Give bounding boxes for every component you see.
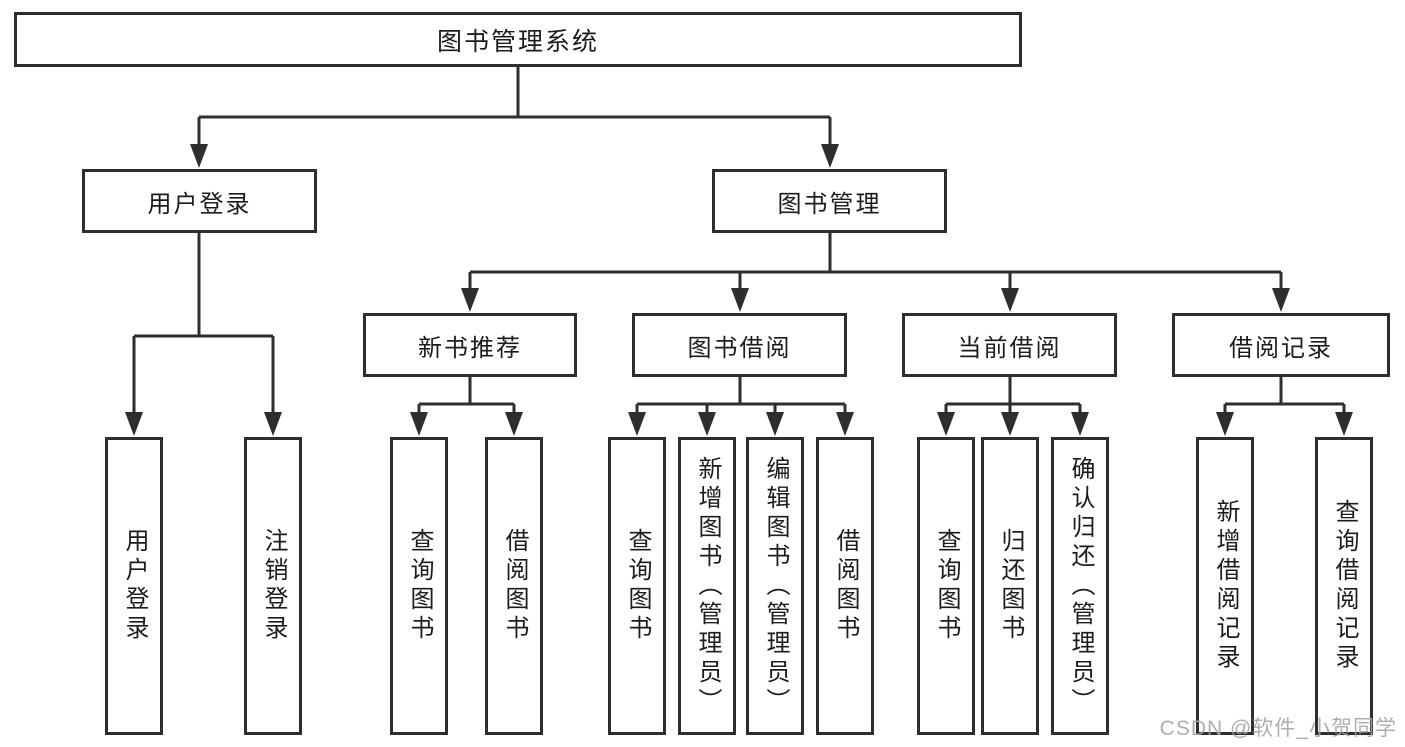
node-book-borrow: 图书借阅 [632, 313, 847, 377]
arrowhead [1272, 288, 1290, 312]
arrowhead [410, 412, 428, 436]
leaf-label: 新增借阅记录 [1212, 499, 1239, 673]
leaf-borrow-borrow-book: 借阅图书 [816, 437, 874, 735]
leaf-user-login: 用户登录 [105, 437, 163, 735]
arrowhead [461, 288, 479, 312]
leaf-recommend-query-book: 查询图书 [390, 437, 448, 735]
leaf-label: 新增图书（管理员） [694, 455, 721, 717]
watermark: CSDN @软件_小贺同学 [1159, 717, 1397, 740]
leaf-label: 查询借阅记录 [1331, 499, 1358, 673]
leaf-records-add-record: 新增借阅记录 [1196, 437, 1254, 735]
leaf-borrow-query-book: 查询图书 [608, 437, 666, 735]
arrowhead [698, 412, 716, 436]
leaf-current-query-book: 查询图书 [917, 437, 975, 735]
node-book-management: 图书管理 [712, 169, 947, 233]
arrowhead [505, 412, 523, 436]
node-borrow-records: 借阅记录 [1172, 313, 1390, 377]
node-label: 图书管理 [777, 190, 882, 218]
node-label: 借阅记录 [1229, 334, 1333, 362]
arrowhead [1216, 412, 1234, 436]
node-label: 新书推荐 [418, 334, 522, 362]
arrowhead [1071, 412, 1089, 436]
leaf-logout-login: 注销登录 [244, 437, 302, 735]
arrowhead [125, 412, 143, 436]
arrowhead [836, 412, 854, 436]
leaf-label: 借阅图书 [832, 528, 859, 644]
arrowhead [264, 412, 282, 436]
arrowhead [190, 144, 208, 168]
leaf-label: 用户登录 [121, 528, 148, 644]
node-current-borrow: 当前借阅 [902, 313, 1117, 377]
arrowhead [821, 144, 839, 168]
node-user-login: 用户登录 [82, 169, 317, 233]
leaf-current-confirm-return-admin: 确认归还（管理员） [1051, 437, 1109, 735]
arrowhead [731, 288, 749, 312]
leaf-label: 查询图书 [624, 528, 651, 644]
arrowhead [1001, 412, 1019, 436]
node-label: 图书借阅 [687, 334, 792, 362]
leaf-label: 确认归还（管理员） [1067, 455, 1094, 717]
leaf-current-return-book: 归还图书 [981, 437, 1039, 735]
node-label: 当前借阅 [957, 334, 1062, 362]
leaf-label: 查询图书 [933, 528, 960, 644]
arrowhead [628, 412, 646, 436]
arrowheads [125, 144, 1353, 436]
arrowhead [1335, 412, 1353, 436]
node-new-book-recommend: 新书推荐 [363, 313, 577, 377]
root-node-label: 图书管理系统 [436, 27, 599, 56]
leaf-label: 注销登录 [260, 528, 287, 644]
leaf-label: 归还图书 [997, 528, 1024, 644]
leaf-label: 查询图书 [406, 528, 433, 644]
leaf-label: 借阅图书 [501, 528, 528, 644]
arrowhead [1001, 288, 1019, 312]
root-node-library-system: 图书管理系统 [14, 12, 1022, 67]
leaf-borrow-edit-book-admin: 编辑图书（管理员） [746, 437, 804, 735]
arrowhead [766, 412, 784, 436]
leaf-borrow-add-book-admin: 新增图书（管理员） [678, 437, 736, 735]
node-label: 用户登录 [147, 190, 252, 218]
connector-lines [132, 67, 1346, 414]
leaf-recommend-borrow-book: 借阅图书 [485, 437, 543, 735]
leaf-label: 编辑图书（管理员） [762, 455, 789, 717]
arrowhead [937, 412, 955, 436]
leaf-records-query-record: 查询借阅记录 [1315, 437, 1373, 735]
